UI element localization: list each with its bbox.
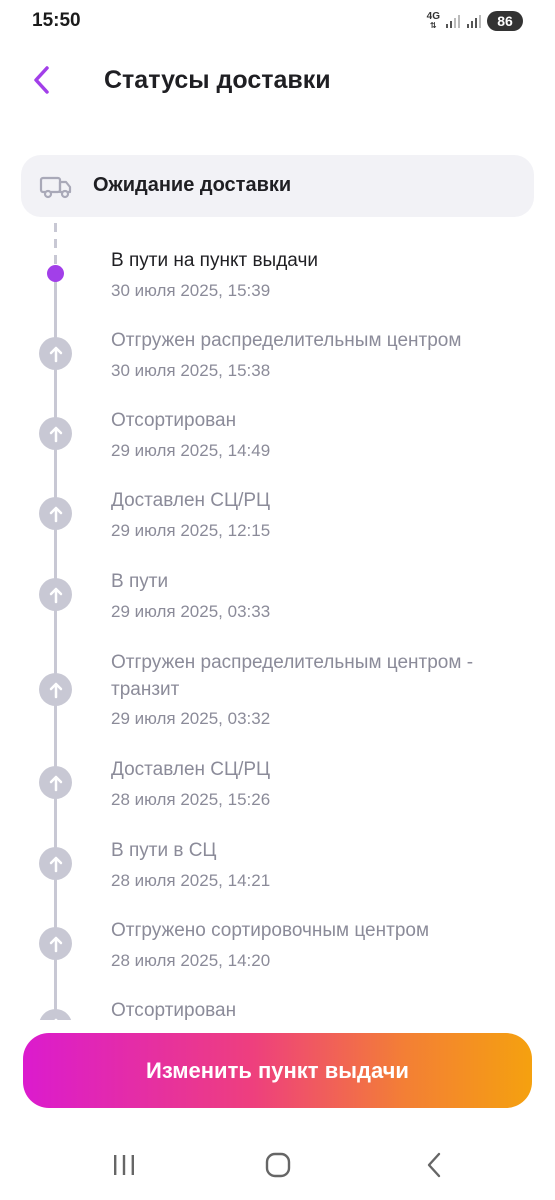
change-pickup-point-button[interactable]: Изменить пункт выдачи — [23, 1033, 532, 1108]
network-indicator: 4G ⇅ — [426, 11, 440, 31]
page-title: Статусы доставки — [104, 66, 331, 94]
back-button[interactable] — [22, 58, 62, 102]
current-status-title: Ожидание доставки — [93, 174, 292, 196]
home-icon — [265, 1152, 291, 1178]
arrow-up-icon — [49, 587, 62, 603]
status-dot — [39, 673, 72, 706]
arrow-up-icon — [49, 682, 62, 698]
event-label: Отгружен распределительным центром - тра… — [111, 652, 474, 700]
signal-icon — [446, 15, 460, 28]
system-back-button[interactable] — [414, 1148, 454, 1182]
status-dot — [39, 847, 72, 880]
status-dot — [39, 417, 72, 450]
event-date: 28 июля 2025, 15:26 — [111, 790, 271, 809]
current-status-card: Ожидание доставки — [21, 155, 534, 217]
event-date: 30 июля 2025, 15:38 — [111, 361, 271, 380]
event-date: 28 июля 2025, 14:21 — [111, 871, 271, 890]
event-date: 30 июля 2025, 15:39 — [111, 281, 271, 300]
arrow-up-icon — [49, 936, 62, 952]
arrow-up-icon — [49, 506, 62, 522]
event-date: 29 июля 2025, 14:49 — [111, 441, 271, 460]
recent-apps-icon — [114, 1155, 134, 1175]
event-label: Отгружено сортировочным центром — [111, 920, 430, 941]
status-indicators: 4G ⇅ 86 — [427, 11, 523, 31]
status-bar: 15:50 4G ⇅ 86 — [0, 0, 555, 44]
signal-icon-2 — [467, 15, 481, 28]
arrow-up-icon — [49, 426, 62, 442]
arrow-up-icon — [49, 856, 62, 872]
back-icon — [427, 1152, 441, 1178]
header: Статусы доставки — [0, 52, 555, 110]
arrow-up-icon — [49, 775, 62, 791]
event-date: 29 июля 2025, 03:32 — [111, 709, 271, 728]
status-dot — [39, 927, 72, 960]
event-label: В пути — [111, 571, 169, 592]
event-date: 29 июля 2025, 03:33 — [111, 602, 271, 621]
status-dot — [39, 337, 72, 370]
home-button[interactable] — [258, 1148, 298, 1182]
event-date: 28 июля 2025, 14:20 — [111, 951, 271, 970]
timeline-line — [54, 273, 57, 1020]
event-date: 29 июля 2025, 12:15 — [111, 521, 271, 540]
network-type: 4G — [426, 11, 440, 22]
active-status-dot — [47, 265, 64, 282]
status-dot — [39, 578, 72, 611]
status-dot — [39, 497, 72, 530]
battery-badge: 86 — [487, 11, 523, 31]
data-arrows-icon: ⇅ — [429, 21, 437, 30]
status-time: 15:50 — [32, 10, 81, 31]
event-label: Отгружен распределительным центром — [111, 330, 462, 351]
status-dot — [39, 766, 72, 799]
timeline-dashed-line — [54, 223, 57, 273]
event-label: Доставлен СЦ/РЦ — [111, 490, 271, 511]
status-dot — [39, 1009, 72, 1020]
recent-apps-button[interactable] — [104, 1148, 144, 1182]
event-label: Отсортирован — [111, 1000, 237, 1020]
event-label: В пути в СЦ — [111, 840, 217, 861]
status-timeline[interactable]: В пути на пункт выдачи 30 июля 2025, 15:… — [0, 217, 555, 1020]
event-label: Доставлен СЦ/РЦ — [111, 759, 271, 780]
event-label: Отсортирован — [111, 410, 237, 431]
system-nav-bar — [0, 1130, 555, 1200]
event-label: В пути на пункт выдачи — [111, 250, 318, 271]
chevron-left-icon — [34, 66, 49, 94]
arrow-up-icon — [49, 346, 62, 362]
truck-icon — [39, 176, 72, 199]
arrow-up-icon — [53, 1018, 58, 1020]
